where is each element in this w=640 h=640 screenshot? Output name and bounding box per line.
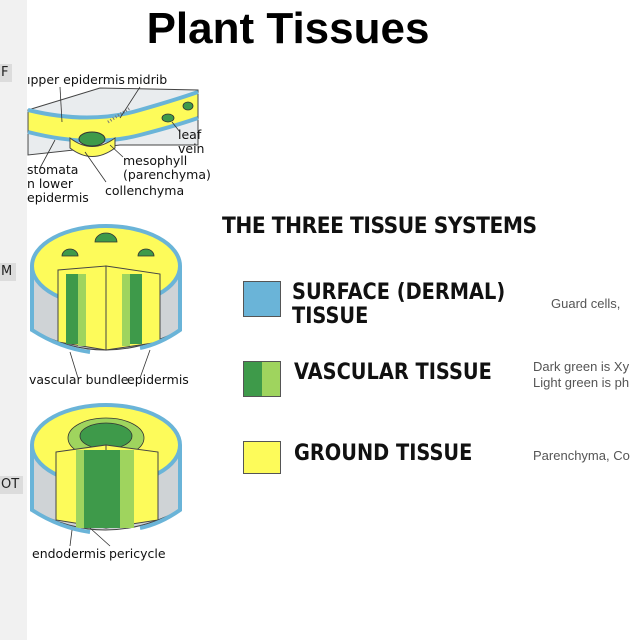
label-mesophyll-2: (parenchyma) — [123, 167, 211, 182]
swatch-ground — [243, 441, 281, 474]
note-vascular-1: Dark green is Xy — [533, 359, 630, 374]
legend-label-dermal-1: SURFACE (DERMAL) — [292, 280, 506, 305]
note-dermal: Guard cells, — [551, 296, 621, 311]
swatch-vascular — [243, 361, 281, 397]
side-tab-leaf[interactable]: F — [0, 64, 13, 82]
legend-heading: THE THREE TISSUE SYSTEMS — [222, 214, 537, 239]
legend-label-dermal-2: TISSUE — [292, 304, 369, 329]
leaf-section — [27, 86, 199, 183]
label-stomata-1: stomata — [27, 162, 79, 177]
label-midrib: midrib — [127, 72, 168, 87]
legend-label-ground: GROUND TISSUE — [294, 441, 473, 466]
label-leaf-vein-2: vein — [178, 141, 205, 156]
swatch-dermal — [243, 281, 281, 317]
side-tab-stem[interactable]: M — [0, 263, 17, 281]
page-title: Plant Tissues — [146, 4, 430, 53]
side-tab-root[interactable]: OT — [0, 476, 24, 494]
stem-section — [30, 224, 182, 379]
label-vascular-bundle: vascular bundle — [29, 372, 129, 387]
label-stomata-2: n lower — [27, 176, 74, 191]
left-panel-strip — [0, 0, 27, 640]
note-vascular-2: Light green is ph — [533, 375, 630, 390]
label-mesophyll-1: mesophyll — [123, 153, 188, 168]
tissue-diagram — [27, 86, 199, 547]
label-upper-epidermis: ıpper epidermis — [27, 72, 125, 87]
label-stomata-3: epidermis — [27, 190, 89, 205]
label-endodermis: endodermis — [32, 546, 106, 561]
root-section — [30, 403, 182, 547]
legend-label-vascular: VASCULAR TISSUE — [294, 360, 492, 385]
label-leaf-vein-1: leaf — [178, 127, 202, 142]
label-collenchyma: collenchyma — [105, 183, 185, 198]
note-ground: Parenchyma, Co — [533, 448, 630, 463]
label-pericycle: pericycle — [109, 546, 166, 561]
label-epidermis: epidermis — [127, 372, 189, 387]
